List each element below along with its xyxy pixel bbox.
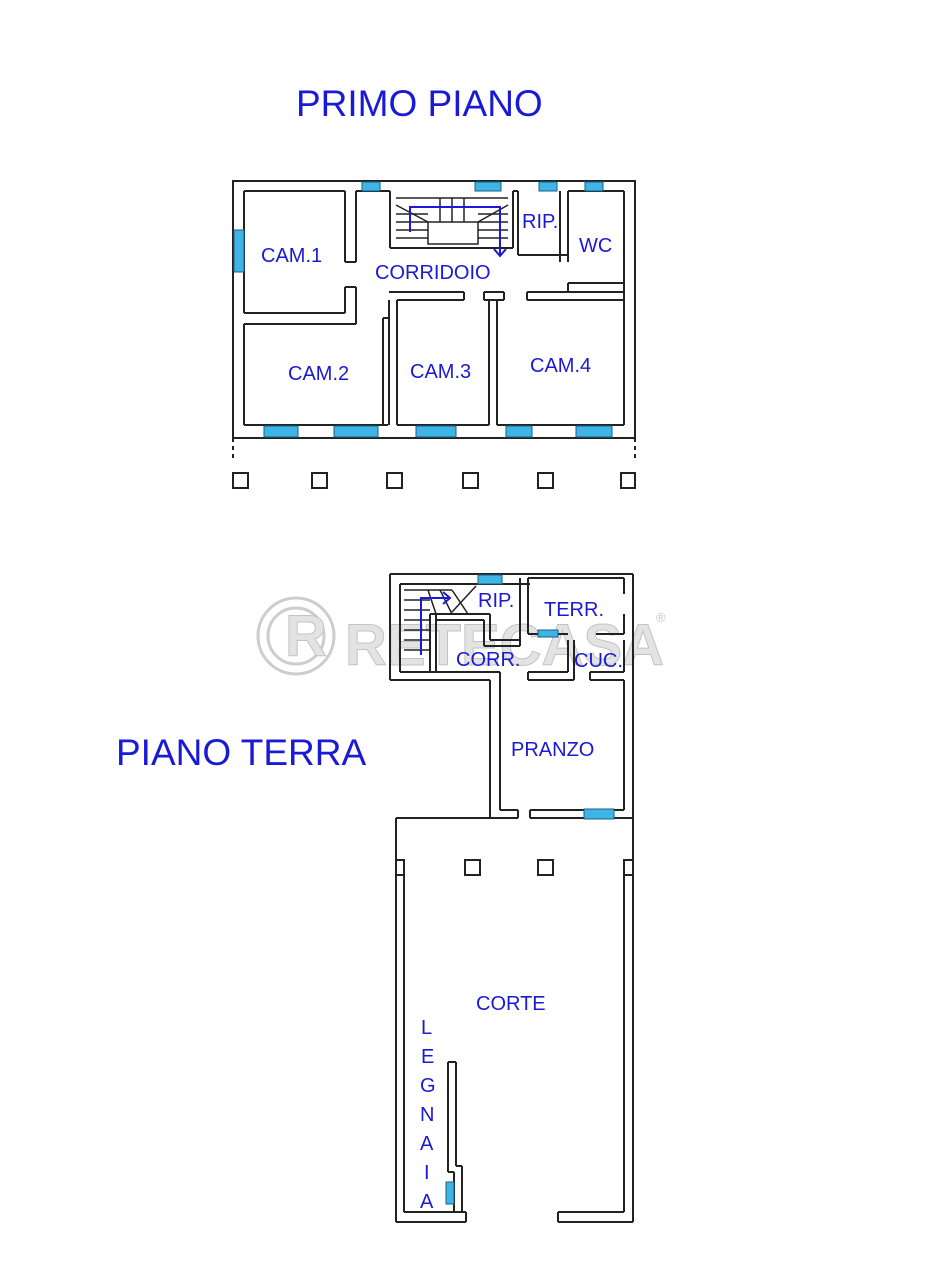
room-wc-label: WC	[579, 235, 612, 257]
ground-floor-staircase	[404, 585, 477, 655]
room-cam4-label: CAM.4	[530, 355, 591, 377]
first-floor-walls	[232, 180, 636, 439]
legnaia-letter: G	[420, 1075, 436, 1097]
room-pranzo-label: PRANZO	[511, 739, 594, 761]
ground-stair-direction-arrow-icon	[420, 591, 452, 655]
room-rip-first-label: RIP.	[522, 211, 558, 233]
watermark-logo-icon	[256, 596, 336, 676]
room-legnaia-label: L E G N A I A	[420, 1017, 436, 1213]
legnaia-letter: E	[421, 1046, 434, 1068]
legnaia-letter: A	[420, 1191, 434, 1213]
ground-floor-windows	[445, 574, 615, 1205]
room-cuc-label: CUC.	[574, 650, 623, 672]
first-floor-staircase	[395, 197, 509, 258]
room-cam3-label: CAM.3	[410, 361, 471, 383]
svg-text:R: R	[285, 604, 327, 669]
watermark-registered: ®	[656, 610, 666, 625]
room-corr-label: CORR.	[456, 649, 520, 671]
room-rip-ground-label: RIP.	[478, 590, 514, 612]
room-corte-label: CORTE	[476, 993, 546, 1015]
legnaia-letter: A	[420, 1133, 434, 1155]
first-floor-title: PRIMO PIANO	[296, 83, 543, 124]
ground-floor-title: PIANO TERRA	[116, 732, 366, 773]
stair-direction-arrow-icon	[409, 206, 507, 258]
room-cam1-label: CAM.1	[261, 245, 322, 267]
legnaia-letter: I	[424, 1162, 430, 1184]
first-floor-portico	[232, 438, 636, 489]
legnaia-letter: N	[420, 1104, 434, 1126]
legnaia-letter: L	[421, 1017, 432, 1039]
room-corridoio-label: CORRIDOIO	[375, 262, 491, 284]
room-cam2-label: CAM.2	[288, 363, 349, 385]
room-terr-label: TERR.	[544, 599, 604, 621]
ground-floor-walls	[389, 573, 634, 1223]
first-floor-windows	[233, 181, 613, 438]
ground-floor-columns	[395, 859, 634, 876]
